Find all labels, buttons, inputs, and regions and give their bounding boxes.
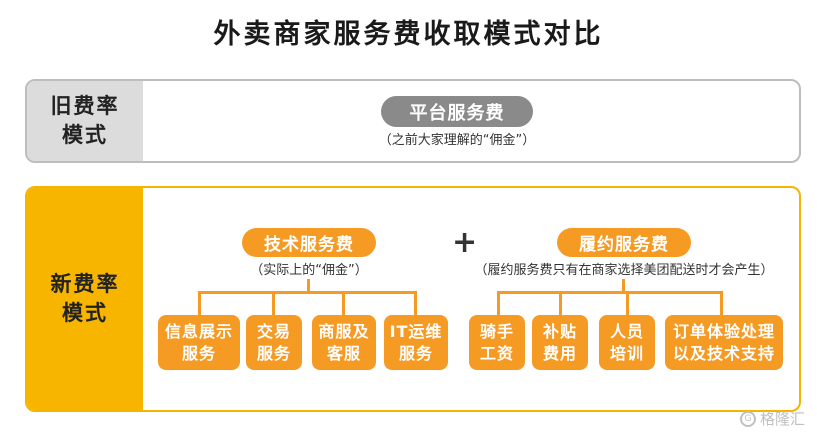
tech-connector-drop [272,291,275,315]
watermark: G 格隆汇 [740,408,805,429]
tech-item-merchant-service: 商服及 客服 [312,315,376,370]
tech-connector-bar [198,291,417,294]
tech-item-info-display: 信息展示 服务 [158,315,240,370]
old-mode-label: 旧费率 模式 [27,81,143,161]
tech-item-transaction: 交易 服务 [246,315,302,370]
fulfill-connector-bar [497,291,723,294]
tech-service-fee-pill: 技术服务费 [242,228,376,257]
tech-connector-drop [198,291,201,315]
old-mode-label-line2: 模式 [62,123,108,147]
watermark-text: 格隆汇 [760,410,806,428]
plus-sign: + [452,225,478,260]
fulfill-connector-drop [720,291,723,315]
fulfill-connector-stem [622,279,625,292]
tech-connector-drop [342,291,345,315]
platform-service-fee-pill: 平台服务费 [381,96,533,127]
old-mode-panel: 旧费率 模式 [25,79,801,163]
fulfill-connector-drop [497,291,500,315]
tech-connector-drop [414,291,417,315]
tech-service-fee-note: （实际上的“佣金”） [250,263,368,278]
fulfill-item-rider-wages: 骑手 工资 [469,315,525,370]
fulfillment-service-fee-pill: 履约服务费 [557,228,691,257]
new-mode-panel: 新费率 模式 [25,186,801,412]
old-mode-label-line1: 旧费率 [50,94,120,118]
platform-service-fee-note: （之前大家理解的“佣金”） [378,133,536,148]
watermark-logo-icon: G [740,410,756,427]
fulfill-connector-drop [559,291,562,315]
fulfill-item-order-experience: 订单体验处理 以及技术支持 [665,315,783,370]
new-mode-label: 新费率 模式 [27,188,143,410]
fulfill-item-subsidies: 补贴 费用 [532,315,588,370]
tech-connector-stem [307,279,310,292]
page-title: 外卖商家服务费收取模式对比 [213,19,604,50]
fulfill-item-staff-training: 人员 培训 [599,315,655,370]
new-mode-label-line1: 新费率 [50,272,120,296]
tech-item-it-ops: IT运维 服务 [384,315,448,370]
fulfill-connector-drop [626,291,629,315]
new-mode-label-line2: 模式 [62,301,108,325]
fulfillment-service-fee-note: （履约服务费只有在商家选择美团配送时才会产生） [474,263,774,278]
